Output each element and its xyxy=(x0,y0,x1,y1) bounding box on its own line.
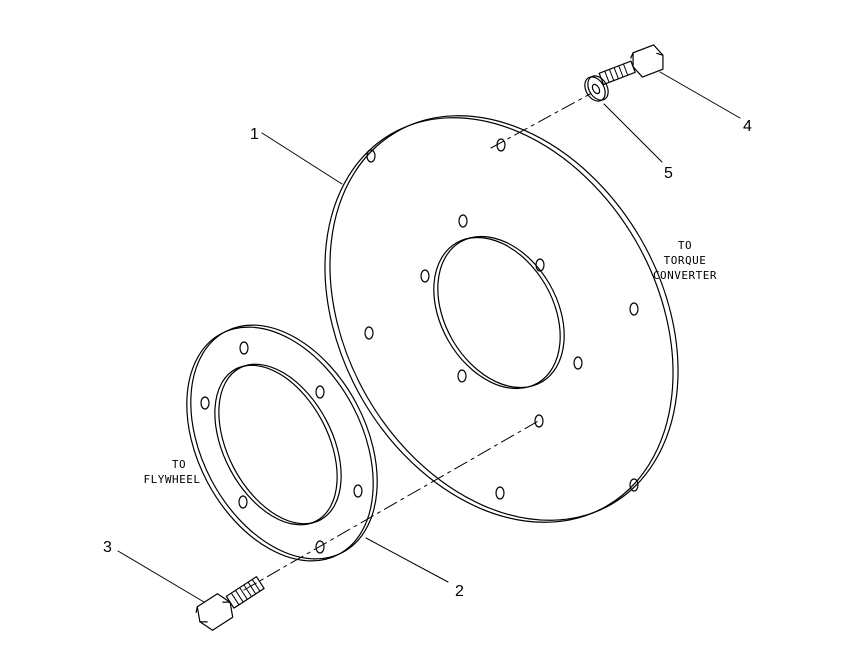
leader-3 xyxy=(117,550,205,603)
bolt-part-4 xyxy=(598,44,664,86)
adapter-ring-inner xyxy=(214,364,338,526)
svg-text:FLYWHEEL: FLYWHEEL xyxy=(144,473,201,486)
note-torque-converter: TO TORQUE CONVERTER xyxy=(653,239,717,282)
leader-lines xyxy=(117,71,741,603)
washer-part-5 xyxy=(584,75,609,102)
flex-plate-outer-rim-back xyxy=(329,115,679,521)
flex-plate-center-bore xyxy=(433,236,561,390)
svg-text:TORQUE: TORQUE xyxy=(664,254,707,267)
callout-2: 2 xyxy=(455,583,464,600)
adapter-ring-holes xyxy=(200,341,363,554)
adapter-ring-inner-back xyxy=(218,363,342,525)
svg-text:TO: TO xyxy=(678,239,692,252)
callout-3: 3 xyxy=(103,539,112,556)
note-flywheel: TO FLYWHEEL xyxy=(144,458,201,486)
adapter-ring-outer-back xyxy=(190,324,378,560)
callout-5: 5 xyxy=(664,165,673,182)
svg-text:CONVERTER: CONVERTER xyxy=(653,269,717,282)
leader-4 xyxy=(659,71,741,119)
leader-1 xyxy=(261,132,343,185)
callout-4: 4 xyxy=(743,118,752,135)
svg-text:TO: TO xyxy=(172,458,186,471)
leader-5 xyxy=(603,103,663,163)
flex-plate-outer-rim xyxy=(324,117,674,523)
flex-plate-outer-holes xyxy=(364,138,639,500)
flex-plate-inner-holes xyxy=(420,214,583,428)
assembly-center-lines xyxy=(243,93,591,591)
callout-1: 1 xyxy=(250,126,259,143)
flex-plate-part-1 xyxy=(324,115,679,523)
bolt-part-3 xyxy=(195,576,265,631)
leader-2 xyxy=(365,537,449,583)
flex-plate-center-bore-inner xyxy=(437,235,565,389)
adapter-ring-part-2 xyxy=(186,324,378,562)
